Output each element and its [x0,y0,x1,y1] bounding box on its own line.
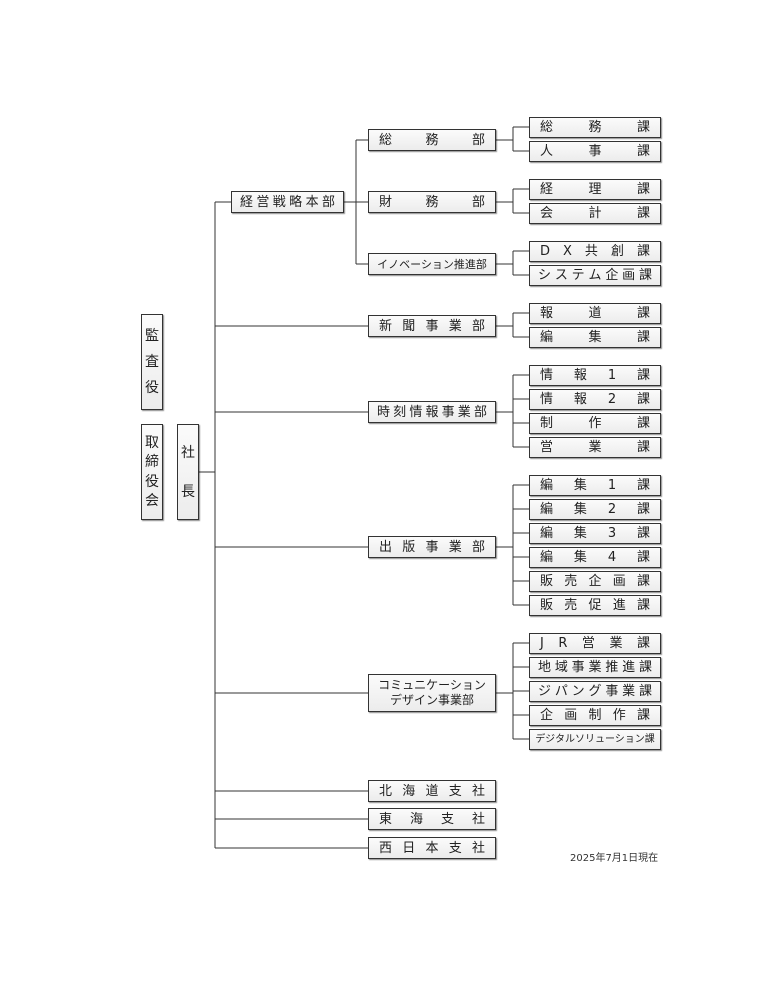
tokai-branch-box: 東海支社 [368,808,496,830]
general-affairs-dept-box: 総務部 [368,129,496,151]
section-editing: 編集課 [529,327,661,348]
section-system: システム企画課 [529,265,661,286]
section-production: 制作課 [529,413,661,434]
innovation-dept-box: イノベーション推進部 [368,253,496,275]
jikoku-division-box: 時刻情報事業部 [368,401,496,423]
section-report: 報道課 [529,303,661,324]
president-box: 社長 [177,424,199,520]
auditor-box: 監査役 [141,314,163,410]
hokkaido-branch-box: 北海道支社 [368,780,496,802]
section-sales-planning: 販売企画課 [529,571,661,592]
publishing-division-box: 出版事業部 [368,536,496,558]
finance-dept-box: 財務部 [368,191,496,213]
communication-line2: デザイン事業部 [389,693,474,707]
communication-line1: コミュニケーション [378,678,486,692]
nishinihon-branch-box: 西日本支社 [368,837,496,859]
board-box: 取締役会 [141,424,163,520]
strategy-division-box: 経営戦略本部 [231,191,344,213]
section-accounting2: 会計課 [529,203,661,224]
section-planning-production: 企画制作課 [529,705,661,726]
section-zipang: ジパング事業課 [529,681,661,702]
section-sales-promotion: 販売促進課 [529,595,661,616]
section-hr: 人事課 [529,141,661,162]
as-of-date: 2025年7月1日現在 [570,853,659,864]
newspaper-division-box: 新聞事業部 [368,315,496,337]
section-accounting: 経理課 [529,179,661,200]
communication-division-box: コミュニケーション デザイン事業部 [368,674,496,712]
section-general: 総務課 [529,117,661,138]
section-sales: 営業課 [529,437,661,458]
section-regional: 地域事業推進課 [529,657,661,678]
section-digital-solution: デジタルソリューション課 [529,729,661,750]
